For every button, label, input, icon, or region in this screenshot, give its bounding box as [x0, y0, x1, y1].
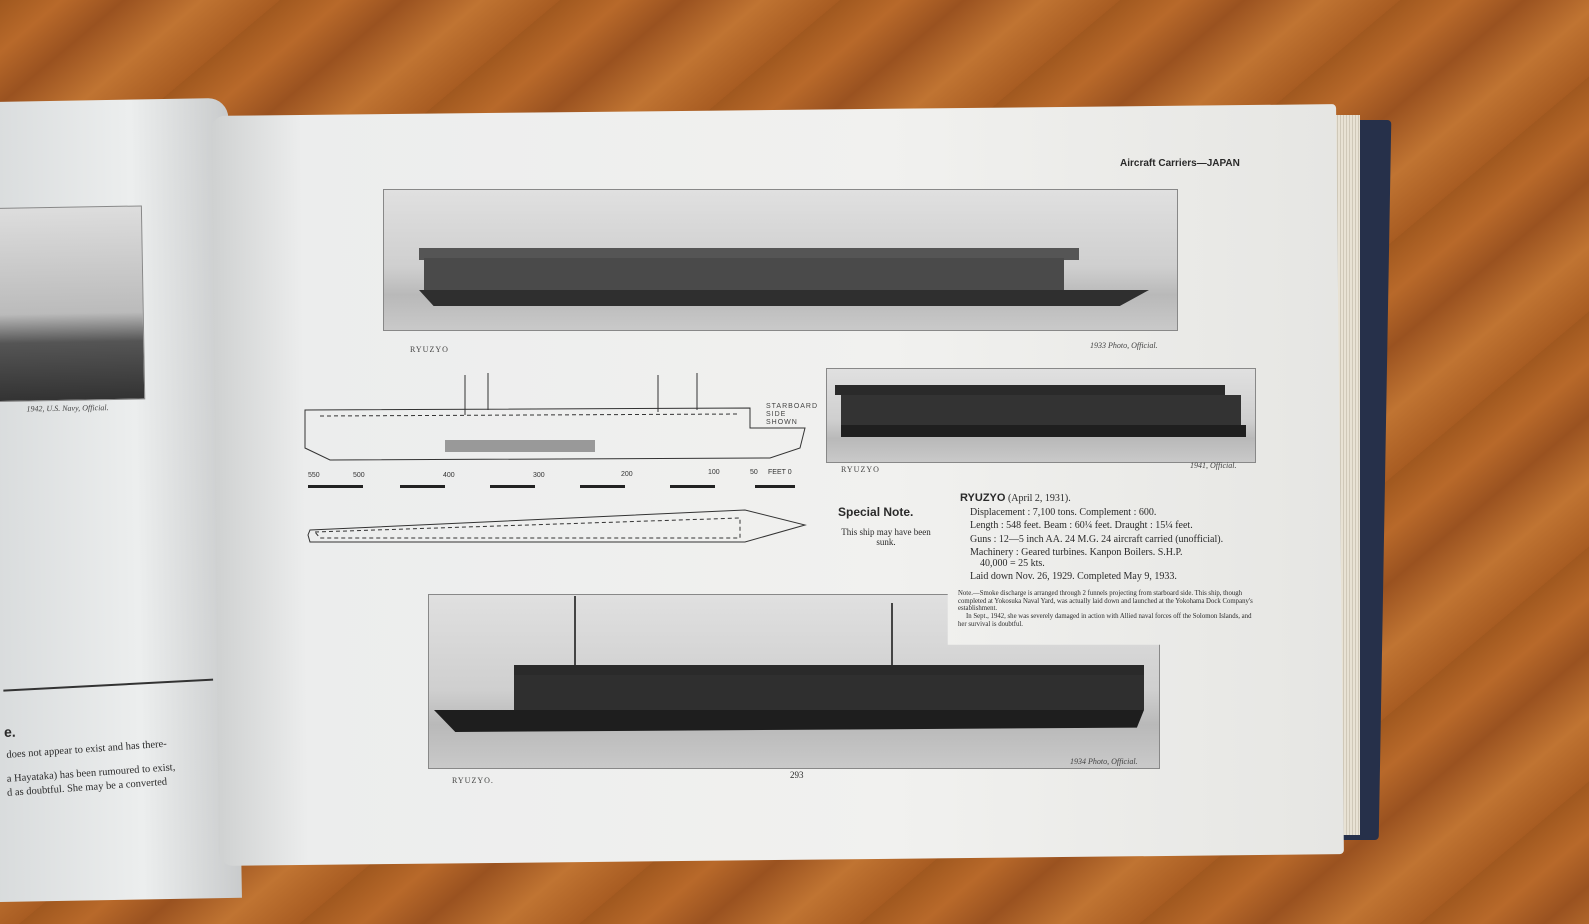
running-head: Aircraft Carriers—JAPAN [1120, 158, 1240, 169]
spec-line: Laid down Nov. 26, 1929. Completed May 9… [970, 571, 1177, 582]
specs-note-2: In Sept., 1942, she was severely damaged… [958, 613, 1252, 628]
special-note-text: This ship may have been sunk. [841, 527, 931, 547]
specs-note: Note.—Smoke discharge is arranged throug… [958, 590, 1253, 612]
special-note-title: Special Note. [838, 505, 914, 519]
left-page: 1942, U.S. Navy, Official. e. does not a… [0, 97, 242, 903]
left-photo-caption: 1942, U.S. Navy, Official. [26, 403, 109, 414]
scale-label: FEET 0 [768, 469, 792, 476]
spec-line: Machinery : Geared turbines. Kanpon Boil… [970, 547, 1183, 558]
page-number: 293 [790, 770, 804, 780]
divider-rule [3, 678, 214, 692]
ship-photo-1933 [383, 189, 1178, 331]
photo-1-name: RYUZYO [410, 345, 449, 354]
left-page-photo [0, 205, 146, 402]
scale-label: 300 [533, 472, 545, 479]
photo-2-name: RYUZYO [841, 465, 880, 474]
specs-block: RYUZYO (April 2, 1931). Displacement : 7… [960, 492, 1270, 584]
photo-3-credit: 1934 Photo, Official. [1070, 757, 1138, 766]
scale-label: 550 [308, 472, 320, 479]
ship-plan-drawing [304, 373, 807, 543]
specs-date: (April 2, 1931). [1007, 493, 1071, 504]
scale-label: 100 [708, 469, 720, 476]
side-shown-label: STARBOARD SIDE SHOWN [766, 403, 819, 426]
left-text-line: does not appear to exist and has there- [6, 738, 168, 761]
scale-label: 500 [353, 472, 365, 479]
spec-line: Displacement : 7,100 tons. Complement : … [970, 506, 1157, 518]
scale-label: 400 [443, 472, 455, 479]
spec-line: 40,000 = 25 kts. [980, 557, 1045, 569]
spec-line: Length : 548 feet. Beam : 60¼ feet. Drau… [970, 520, 1193, 531]
left-heading: e. [3, 723, 16, 740]
specs-title: RYUZYO [960, 492, 1006, 504]
scale-label: 200 [621, 471, 633, 478]
photo-3-name: RYUZYO. [452, 776, 494, 785]
spec-line: Guns : 12—5 inch AA. 24 M.G. 24 aircraft… [970, 533, 1224, 545]
photo-2-credit: 1941, Official. [1190, 461, 1237, 470]
ship-photo-1941 [826, 368, 1256, 463]
scale-label: 50 [750, 469, 758, 476]
photo-1-credit: 1933 Photo, Official. [1090, 341, 1158, 350]
